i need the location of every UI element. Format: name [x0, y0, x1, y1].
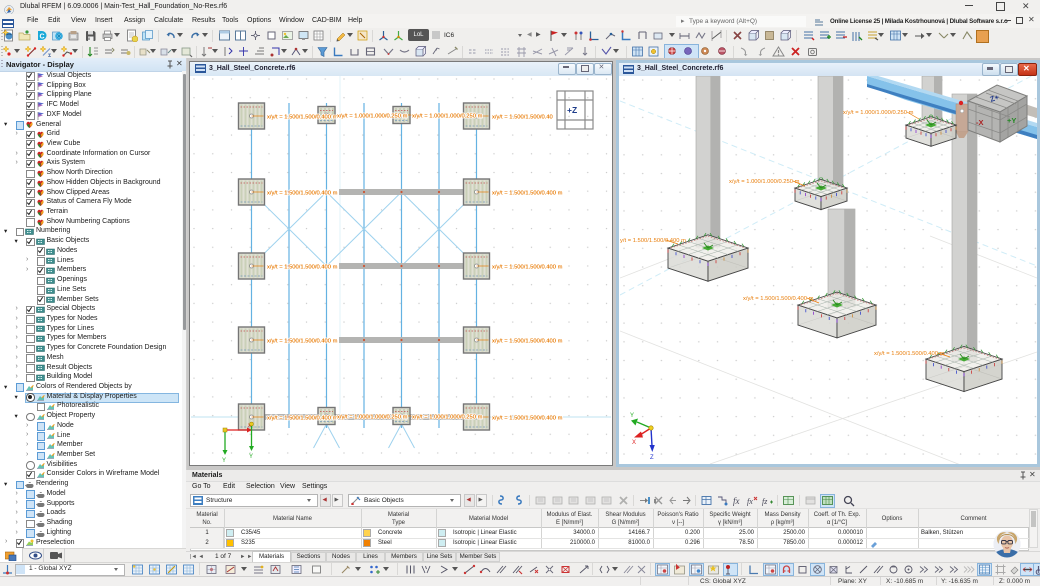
svg-text:x/y/t = 1.500/1.500/0.400 m: x/y/t = 1.500/1.500/0.400 m	[267, 339, 338, 345]
svg-text:x/y/t = 1.500/1.500/0.400 m: x/y/t = 1.500/1.500/0.400 m	[267, 191, 338, 197]
svg-text:x/y/t = 1.000/1.000/0.250 m: x/y/t = 1.000/1.000/0.250 m	[337, 415, 408, 421]
svg-text:fx: fx	[733, 496, 740, 506]
svg-text:x/y/t = 1.000/1.000/0.250 m: x/y/t = 1.000/1.000/0.250 m	[412, 415, 483, 421]
svg-text:x/y/t = 1.000/1.000/0.250 m: x/y/t = 1.000/1.000/0.250 m	[412, 114, 483, 120]
svg-text:Z+: Z+	[989, 92, 1001, 104]
svg-text:x/y/t = 1.500/1.500/0.400 m: x/y/t = 1.500/1.500/0.400 m	[492, 191, 563, 197]
svg-text:x/y/t = 1.500/1.500/0.400 m: x/y/t = 1.500/1.500/0.400 m	[492, 416, 563, 422]
svg-text:fx: fx	[747, 497, 753, 506]
svg-text:x/y/t = 1.500/1.500/0.400 m: x/y/t = 1.500/1.500/0.400 m	[492, 191, 563, 197]
svg-text:Y: Y	[222, 458, 226, 464]
svg-text:x/y/t = 1.500/1.500/0.40: x/y/t = 1.500/1.500/0.40	[492, 115, 553, 121]
svg-text:x/y/t = 1.500/1.500/0.400 m: x/y/t = 1.500/1.500/0.400 m	[492, 265, 563, 271]
svg-text:x/y/t = 1.000/1.000/0.250 m: x/y/t = 1.000/1.000/0.250 m	[843, 110, 914, 116]
svg-text:x/y/t = 1.500/1.500/0.400 m: x/y/t = 1.500/1.500/0.400 m	[267, 416, 338, 422]
svg-text:x/y/t = 1.500/1.500/0.400 m: x/y/t = 1.500/1.500/0.400 m	[743, 296, 814, 302]
svg-text:Y: Y	[249, 454, 253, 460]
svg-text:fz: fz	[762, 497, 768, 506]
svg-text:x/y/t = 1.000/1.000/0.250 m: x/y/t = 1.000/1.000/0.250 m	[337, 114, 408, 120]
svg-text:x/y/t = 1.500/1.500/0.400 m: x/y/t = 1.500/1.500/0.400 m	[492, 416, 563, 422]
svg-text:y/t = 1.500/1.500/0.400 m: y/t = 1.500/1.500/0.400 m	[620, 238, 686, 244]
svg-text:x: x	[248, 423, 251, 429]
svg-text:x/y/t = 1.500/1.500/0.400 m: x/y/t = 1.500/1.500/0.400 m	[874, 351, 945, 357]
svg-text:x/y/t = 1.500/1.500/0.400 m: x/y/t = 1.500/1.500/0.400 m	[492, 339, 563, 345]
svg-text:C: C	[40, 34, 45, 41]
svg-text:+Z: +Z	[567, 105, 577, 115]
svg-text:x/y/t = 1.000/1.000/0.250 m: x/y/t = 1.000/1.000/0.250 m	[412, 114, 483, 120]
svg-text:+Y: +Y	[1007, 116, 1016, 125]
svg-text:Y: Y	[630, 413, 634, 419]
svg-text:X: X	[632, 440, 636, 446]
svg-text:x/y/t = 1.500/1.500/0.400 m: x/y/t = 1.500/1.500/0.400 m	[267, 416, 338, 422]
svg-text:x/y/t = 1.500/1.500/0.400 m: x/y/t = 1.500/1.500/0.400 m	[492, 339, 563, 345]
svg-text:-X: -X	[976, 118, 984, 127]
svg-text:x/y/t = 1.500/1.500/0.40: x/y/t = 1.500/1.500/0.40	[492, 115, 553, 121]
svg-text:Z: Z	[650, 455, 654, 461]
svg-text:x/y/t = 1.000/1.000/0.250 m: x/y/t = 1.000/1.000/0.250 m	[337, 114, 408, 120]
svg-text:x/y/t = 1.500/1.500/0.400 m: x/y/t = 1.500/1.500/0.400 m	[267, 265, 338, 271]
svg-text:x/y/t = 1.500/1.500/0.400 m: x/y/t = 1.500/1.500/0.400 m	[267, 191, 338, 197]
svg-text:x/y/t = 1.500/1.500/0.400 m: x/y/t = 1.500/1.500/0.400 m	[267, 115, 338, 121]
svg-text:x/y/t = 1.500/1.500/0.400 m: x/y/t = 1.500/1.500/0.400 m	[492, 265, 563, 271]
svg-text:x/y/t = 1.000/1.000/0.250 m: x/y/t = 1.000/1.000/0.250 m	[729, 179, 800, 185]
svg-text:x/y/t = 1.500/1.500/0.400 m: x/y/t = 1.500/1.500/0.400 m	[267, 265, 338, 271]
svg-text:x/y/t = 1.500/1.500/0.400 m: x/y/t = 1.500/1.500/0.400 m	[267, 115, 338, 121]
svg-text:x/y/t = 1.500/1.500/0.400 m: x/y/t = 1.500/1.500/0.400 m	[267, 339, 338, 345]
svg-text:x/y/t = 1.000/1.000/0.250 m: x/y/t = 1.000/1.000/0.250 m	[412, 415, 483, 421]
svg-text:x/y/t = 1.000/1.000/0.250 m: x/y/t = 1.000/1.000/0.250 m	[337, 415, 408, 421]
